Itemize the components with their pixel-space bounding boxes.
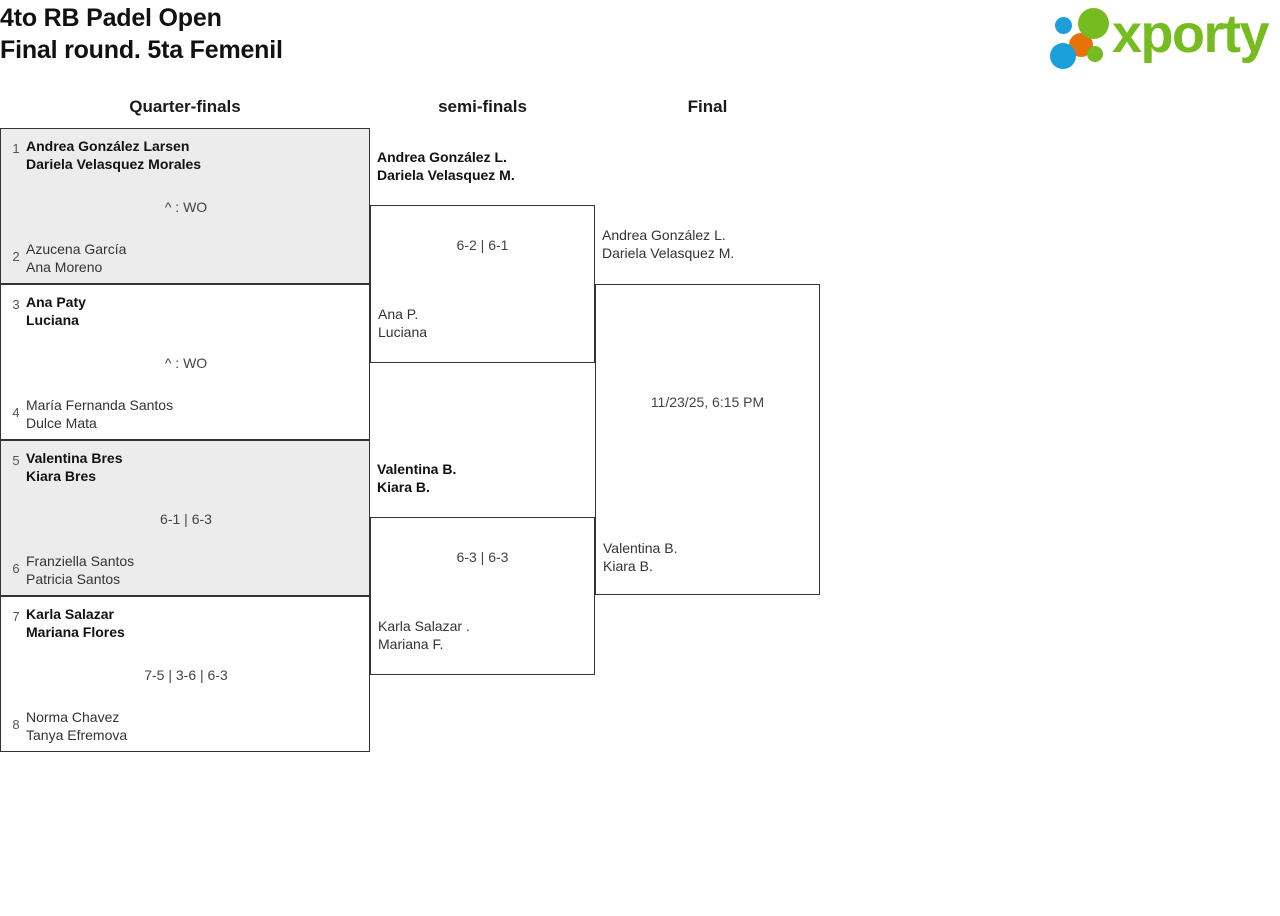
player-name: Kiara Bres [26, 468, 97, 484]
team-final-bottom: Valentina B. Kiara B. [603, 539, 818, 575]
logo-dot-blue-small [1055, 17, 1072, 34]
player-name: Ana Moreno [26, 259, 103, 275]
player-name: Mariana Flores [26, 624, 125, 640]
player-name: Andrea González Larsen [26, 138, 190, 154]
seed-number: 3 [12, 297, 20, 312]
player-name: Azucena García [26, 241, 127, 257]
team-semi-final-2-bottom: Karla Salazar . Mariana F. [378, 617, 593, 653]
page-title: 4to RB Padel Open Final round. 5ta Femen… [0, 2, 700, 66]
player-name: Karla Salazar [26, 606, 114, 622]
player-name: Ana Paty [26, 294, 86, 310]
team-bottom: Azucena García Ana Moreno [26, 240, 361, 276]
logo-dots-icon [1050, 7, 1118, 69]
player-name: Valentina Bres [26, 450, 123, 466]
player-name: Ana P. [378, 306, 419, 322]
match-score: 6-1 | 6-3 [160, 511, 212, 527]
match-score: ^ : WO [164, 199, 208, 215]
seed-number: 5 [12, 453, 20, 468]
player-name: Valentina B. [603, 540, 678, 556]
match-semi-final-1[interactable]: 6-2 | 6-1 Ana P. Luciana [370, 205, 595, 363]
logo-dot-green-small [1087, 46, 1103, 62]
match-final[interactable]: 11/23/25, 6:15 PM Valentina B. Kiara B. [595, 284, 820, 595]
tournament-name: 4to RB Padel Open [0, 4, 222, 32]
team-semi-final-1-bottom: Ana P. Luciana [378, 305, 593, 341]
player-name: Tanya Efremova [26, 727, 128, 743]
seed-number: 7 [12, 609, 20, 624]
seed-number: 1 [12, 141, 20, 156]
player-name: Kiara B. [603, 558, 653, 574]
player-name: María Fernanda Santos [26, 397, 174, 413]
player-name: Patricia Santos [26, 571, 121, 587]
match-score: ^ : WO [164, 355, 208, 371]
team-bottom: Franziella Santos Patricia Santos [26, 552, 361, 588]
team-semi-final-2-top: Valentina B. Kiara B. [377, 460, 592, 496]
round-header-semi-finals: semi-finals [438, 97, 527, 116]
match-semi-final-2[interactable]: 6-3 | 6-3 Karla Salazar . Mariana F. [370, 517, 595, 675]
team-top: Valentina Bres Kiara Bres [26, 449, 361, 485]
player-name: Luciana [26, 312, 79, 328]
team-top: Ana Paty Luciana [26, 293, 361, 329]
match-score: 6-3 | 6-3 [456, 549, 509, 565]
match-quarter-final-4[interactable]: 7 Karla Salazar Mariana Flores 7-5 | 3-6… [0, 596, 370, 752]
match-score: 7-5 | 3-6 | 6-3 [144, 667, 228, 683]
player-name: Luciana [378, 324, 428, 340]
round-header-final: Final [687, 97, 728, 116]
seed-number: 2 [12, 249, 20, 264]
team-top: Andrea González Larsen Dariela Velasquez… [26, 137, 361, 173]
player-name: Dulce Mata [26, 415, 97, 431]
match-schedule-time: 11/23/25, 6:15 PM [650, 394, 765, 410]
player-name: Karla Salazar . [378, 618, 470, 634]
player-name: Franziella Santos [26, 553, 135, 569]
logo-dot-green-large [1078, 8, 1109, 39]
match-quarter-final-1[interactable]: 1 Andrea González Larsen Dariela Velasqu… [0, 128, 370, 284]
player-name: Dariela Velasquez M. [602, 245, 735, 261]
team-semi-final-1-top: Andrea González L. Dariela Velasquez M. [377, 148, 592, 184]
player-name: Dariela Velasquez Morales [26, 156, 202, 172]
player-name: Andrea González L. [602, 227, 726, 243]
player-name: Dariela Velasquez M. [377, 167, 515, 183]
seed-number: 8 [12, 717, 20, 732]
player-name: Kiara B. [377, 479, 430, 495]
round-header-quarter-finals: Quarter-finals [129, 97, 241, 116]
team-bottom: María Fernanda Santos Dulce Mata [26, 396, 361, 432]
team-top: Karla Salazar Mariana Flores [26, 605, 361, 641]
match-quarter-final-2[interactable]: 3 Ana Paty Luciana ^ : WO 4 María Fernan… [0, 284, 370, 440]
seed-number: 4 [12, 405, 20, 420]
logo-wordmark: xporty [1112, 4, 1270, 64]
player-name: Andrea González L. [377, 149, 507, 165]
player-name: Valentina B. [377, 461, 457, 477]
tournament-subtitle: Final round. 5ta Femenil [0, 36, 283, 64]
match-score: 6-2 | 6-1 [456, 237, 509, 253]
player-name: Norma Chavez [26, 709, 120, 725]
seed-number: 6 [12, 561, 20, 576]
player-name: Mariana F. [378, 636, 444, 652]
xporty-logo[interactable]: xporty [1050, 4, 1278, 69]
team-bottom: Norma Chavez Tanya Efremova [26, 708, 361, 744]
team-final-top: Andrea González L. Dariela Velasquez M. [602, 226, 817, 262]
logo-dot-blue-large [1050, 43, 1076, 69]
match-quarter-final-3[interactable]: 5 Valentina Bres Kiara Bres 6-1 | 6-3 6 … [0, 440, 370, 596]
